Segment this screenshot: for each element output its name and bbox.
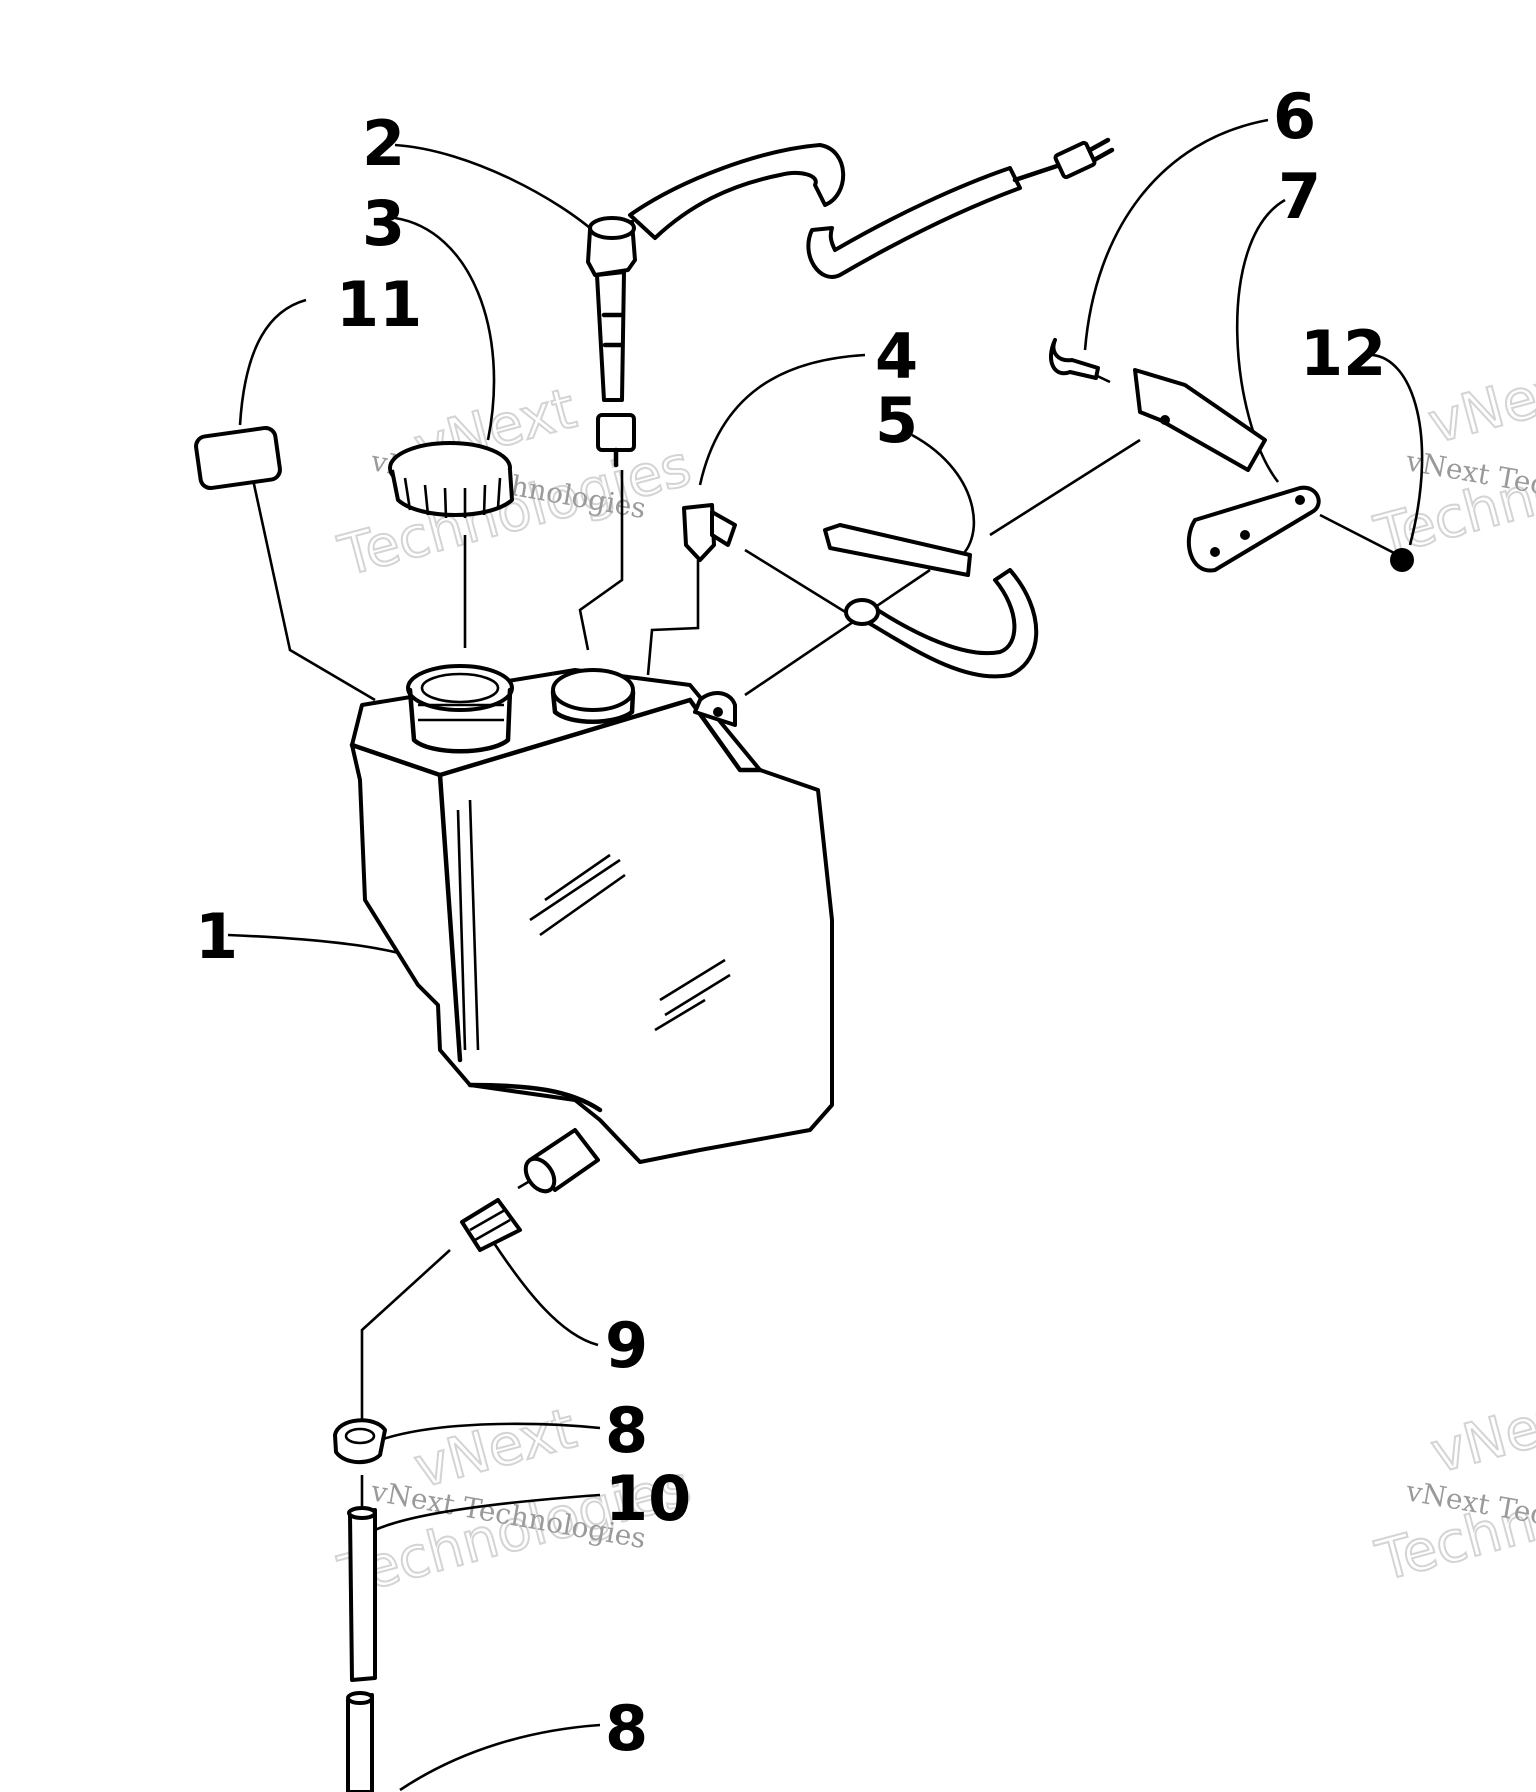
leader-line-6 <box>1083 118 1269 351</box>
leader-line-9 <box>490 1239 599 1347</box>
cap-grip <box>403 477 502 519</box>
leader-line-7 <box>1235 198 1286 483</box>
leader-line-12 <box>1364 353 1424 546</box>
clamp-hole <box>344 1427 376 1445</box>
assembly-line-11 <box>250 474 376 702</box>
watermark-large-vnext: vNext <box>1422 352 1536 457</box>
vent-hose <box>823 523 1039 679</box>
hose-clamp <box>333 1418 387 1465</box>
level-sender <box>586 137 1115 468</box>
oil-line <box>346 1506 377 1792</box>
tank-shoulder <box>687 697 763 773</box>
assembly-line-nut <box>1319 513 1399 557</box>
bracket-plate <box>1186 485 1321 573</box>
leader-line-11 <box>238 298 307 426</box>
sender-tube-rings <box>601 312 625 348</box>
tank-body <box>350 668 834 1164</box>
bracket-plate-hole-3 <box>1295 495 1305 505</box>
sender-head-top <box>588 216 636 240</box>
callout-10: 10 <box>605 1462 691 1535</box>
tank-bottom-curve <box>467 1082 603 1113</box>
cap-side <box>390 469 514 517</box>
elbow-fitting <box>682 503 737 562</box>
leader-line-10 <box>374 1493 601 1532</box>
assembly-line-4 <box>646 560 700 676</box>
decal <box>194 425 282 491</box>
cable-wire <box>1012 162 1063 183</box>
cable-hose <box>628 143 846 240</box>
assembly-line-hose <box>744 548 856 620</box>
nut <box>1390 548 1414 572</box>
leader-line-8-lower <box>399 1723 601 1792</box>
oil-line-lower-end <box>346 1691 374 1705</box>
leader-lines <box>227 118 1424 1792</box>
callout-12: 12 <box>1300 317 1386 390</box>
callout-2: 2 <box>362 107 405 180</box>
leader-line-2 <box>394 143 599 236</box>
cable-connector <box>1053 140 1097 180</box>
callout-labels: 1 2 3 4 5 6 7 8 9 10 11 12 8 <box>195 80 1386 1765</box>
filler-cap <box>388 441 514 519</box>
assembly-line-2 <box>578 470 624 651</box>
tank-rib-2 <box>456 809 467 1051</box>
leader-line-5 <box>911 433 976 562</box>
sender-port <box>551 668 635 712</box>
tank-reflection <box>529 853 731 1032</box>
filler-neck-threads <box>418 703 504 722</box>
callout-7: 7 <box>1278 160 1321 233</box>
tank-rib <box>468 799 480 1051</box>
leader-line-3 <box>394 216 496 441</box>
outlet-spout-end <box>523 1156 557 1194</box>
valve-threads <box>469 1208 511 1242</box>
bracket-upper-hole <box>1160 415 1170 425</box>
mounting-tab-hole <box>713 707 723 717</box>
bracket-plate-hole-1 <box>1210 547 1220 557</box>
callout-6: 6 <box>1273 80 1316 153</box>
bracket-upper <box>1133 368 1267 472</box>
callout-11: 11 <box>336 268 422 341</box>
filler-neck-inner <box>420 672 500 704</box>
tank-front-edge <box>437 772 463 1063</box>
callout-8-lower: 8 <box>605 1692 648 1765</box>
sender-base <box>596 413 636 452</box>
vent-rod <box>823 523 972 577</box>
decal-shape <box>194 425 282 491</box>
watermark-large-vnext: vNext <box>1425 1381 1536 1486</box>
sender-port-side <box>550 689 636 724</box>
oil-line-lower <box>346 1693 374 1792</box>
oil-tank <box>349 664 834 1194</box>
filler-neck-side <box>407 687 513 754</box>
valve-body <box>460 1198 522 1252</box>
elbow-body <box>682 503 716 562</box>
cable-hose-lower <box>806 166 1022 279</box>
leader-line-4 <box>698 353 866 486</box>
vent-hose-end <box>844 598 880 626</box>
callout-1: 1 <box>195 900 238 973</box>
bracket-hardware <box>1049 338 1414 573</box>
assembly-line-fitting <box>360 1249 451 1420</box>
sender-tube <box>595 270 626 402</box>
oil-line-upper-end <box>347 1506 377 1520</box>
callout-9: 9 <box>605 1309 648 1382</box>
check-valve <box>460 1198 522 1252</box>
bolt <box>1049 338 1100 380</box>
vent-hose-curve <box>853 568 1039 679</box>
callout-8: 8 <box>605 1394 648 1467</box>
assembly-line-bracket <box>744 568 931 697</box>
filler-neck <box>406 664 514 712</box>
leader-line-8-upper <box>379 1422 601 1442</box>
oil-line-upper <box>348 1508 377 1682</box>
bracket-plate-hole-2 <box>1240 530 1250 540</box>
callout-3: 3 <box>362 187 405 260</box>
clamp-body <box>333 1418 387 1465</box>
elbow-arm <box>710 510 737 547</box>
callout-5: 5 <box>875 384 918 457</box>
callout-4: 4 <box>875 320 918 393</box>
connector-pins <box>1087 137 1115 163</box>
assembly-line-bracket-upper <box>989 438 1141 537</box>
